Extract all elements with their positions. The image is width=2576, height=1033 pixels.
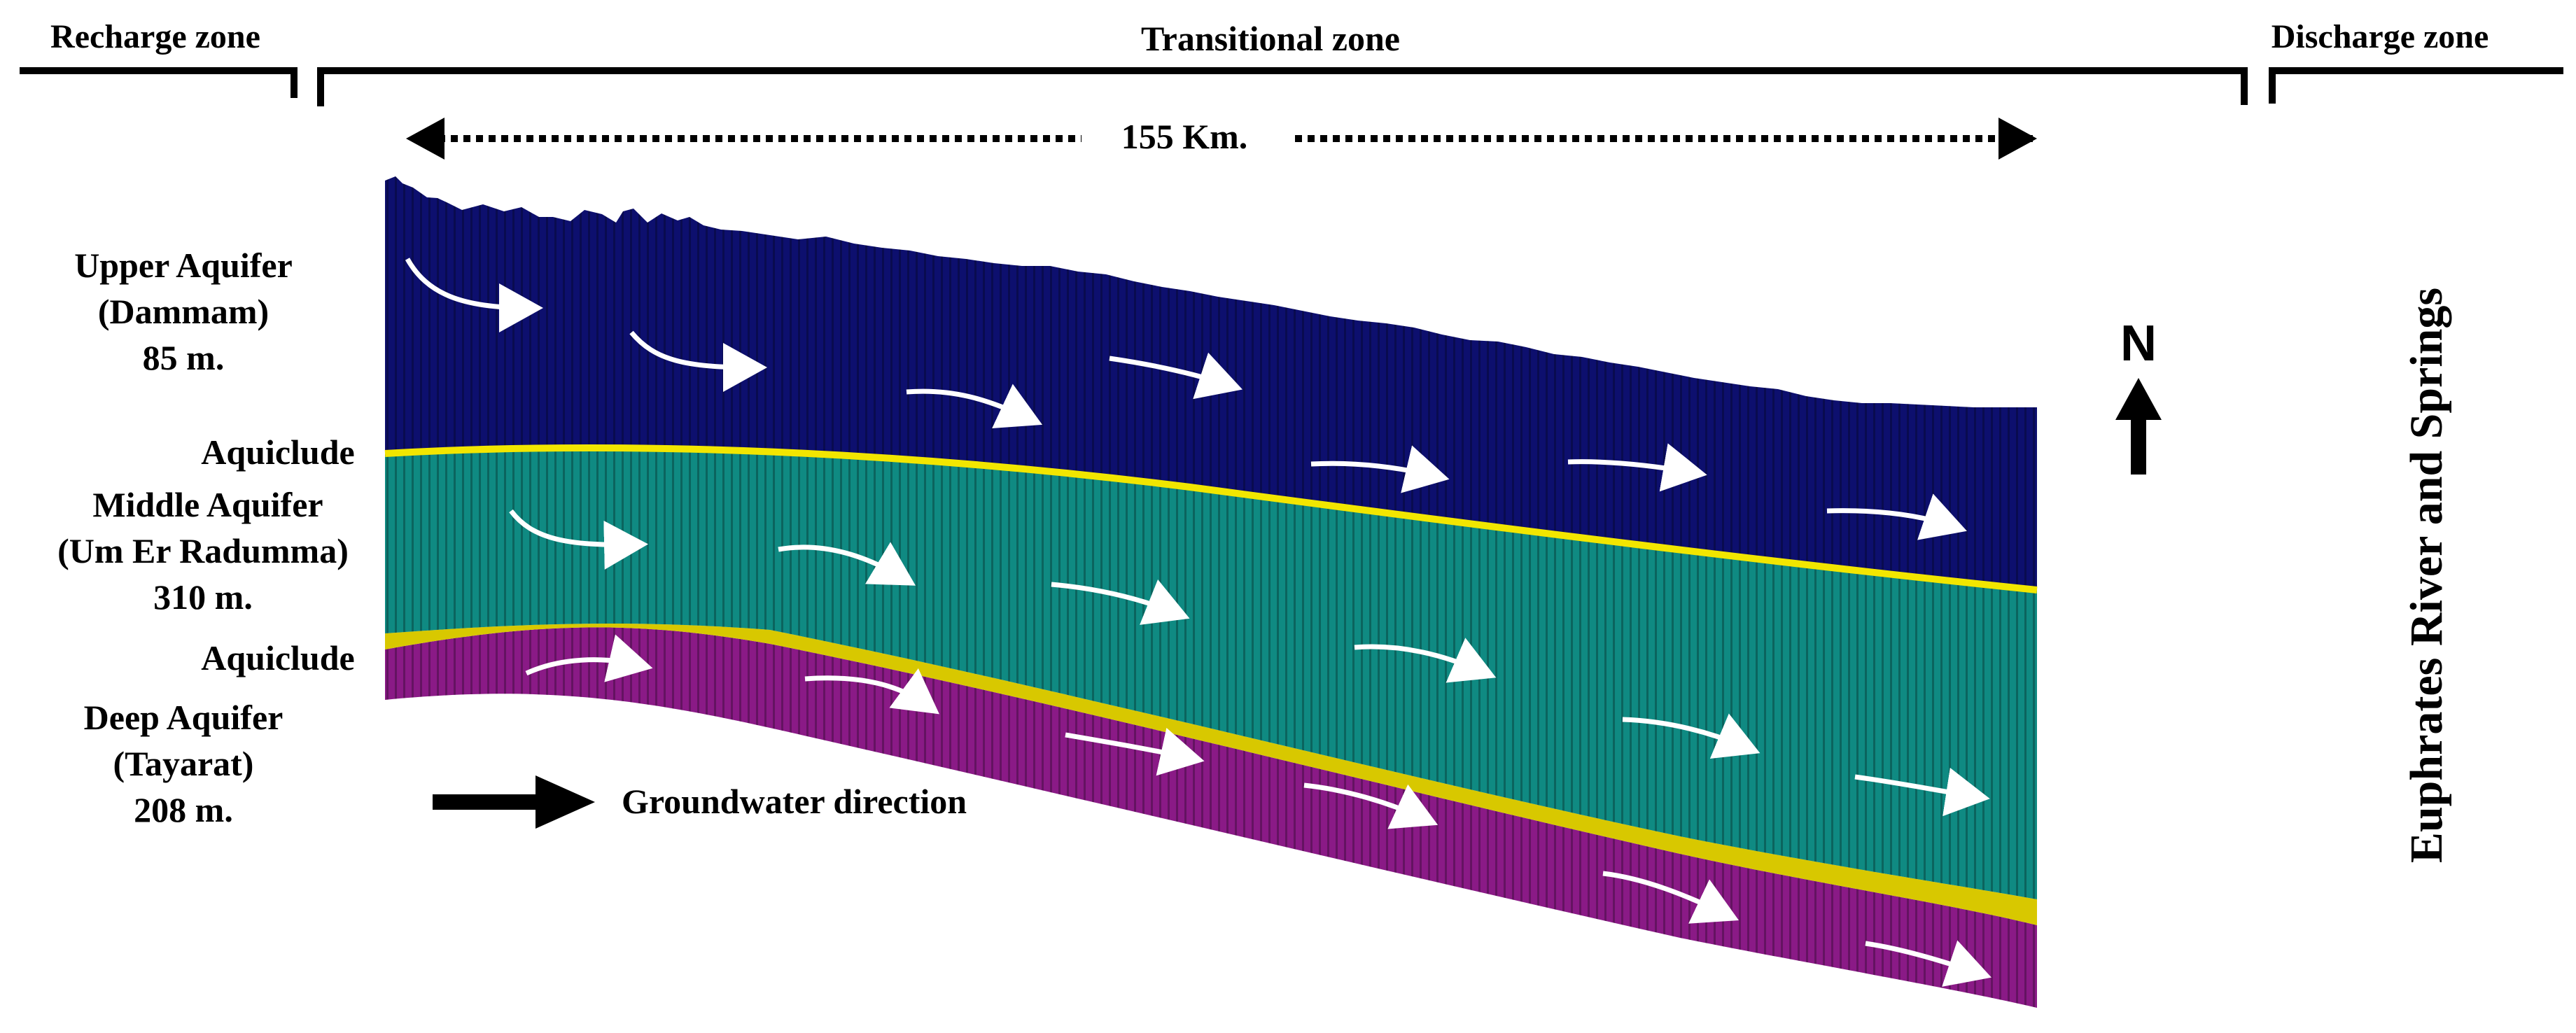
- flow-arrow: [906, 384, 1043, 428]
- transitional-zone-label: Transitional zone: [1141, 19, 1400, 58]
- discharge-zone-label: Discharge zone: [2272, 18, 2489, 55]
- upper-aquiclude-label: Aquiclude: [201, 433, 355, 472]
- legend-label: Groundwater direction: [622, 782, 967, 821]
- middle-aquifer-formation: (Um Er Radumma): [57, 531, 349, 570]
- zone-brackets: [20, 67, 2563, 106]
- flow-arrow: [1602, 871, 1739, 924]
- legend: Groundwater direction: [433, 775, 967, 829]
- deep-aquifer-thickness: 208 m.: [134, 790, 233, 829]
- lower-aquiclude-label: Aquiclude: [201, 638, 355, 677]
- north-arrow: N: [2115, 316, 2162, 475]
- discharge-label: Euphrates River and Springs: [2401, 288, 2452, 863]
- recharge-zone-label: Recharge zone: [50, 18, 260, 55]
- upper-aquifer-thickness: 85 m.: [143, 338, 225, 377]
- upper-aquifer-formation: (Dammam): [98, 292, 269, 331]
- upper-aquifer-name: Upper Aquifer: [74, 246, 293, 285]
- legend-arrow-icon: [433, 775, 595, 829]
- flow-arrow: [1051, 579, 1190, 625]
- north-label: N: [2120, 316, 2157, 372]
- recharge-bracket: [20, 67, 298, 98]
- flow-arrow: [1310, 445, 1450, 493]
- upper-aquiclude-line: [384, 444, 2038, 593]
- flow-arrow: [405, 258, 543, 332]
- middle-aquifer-name: Middle Aquifer: [92, 485, 323, 524]
- flow-arrow: [1865, 940, 1991, 987]
- flow-arrow: [1354, 638, 1497, 683]
- flow-arrow: [1109, 352, 1242, 400]
- deep-aquifer-formation: (Tayarat): [113, 744, 254, 783]
- flow-arrow: [1826, 493, 1967, 540]
- flow-arrow: [778, 542, 916, 586]
- north-arrow-icon: [2115, 378, 2162, 475]
- deep-aquifer-name: Deep Aquifer: [84, 698, 284, 737]
- flow-arrow: [1854, 768, 1990, 817]
- flow-arrow: [509, 509, 648, 570]
- discharge-bracket: [2269, 67, 2563, 104]
- distance-label: 155 Km.: [1121, 117, 1248, 156]
- transitional-bracket: [317, 67, 2248, 106]
- flow-arrow: [629, 330, 767, 392]
- flow-arrows: [405, 258, 1991, 987]
- middle-aquifer-thickness: 310 m.: [153, 577, 253, 617]
- flow-arrow: [1303, 782, 1438, 829]
- flow-arrow: [804, 668, 939, 715]
- flow-arrow: [1065, 727, 1205, 776]
- flow-arrow: [1622, 713, 1760, 759]
- layer-labels: Upper Aquifer (Dammam) 85 m. Aquiclude M…: [57, 246, 355, 829]
- flow-arrow: [525, 634, 653, 682]
- flow-arrow: [1567, 443, 1707, 492]
